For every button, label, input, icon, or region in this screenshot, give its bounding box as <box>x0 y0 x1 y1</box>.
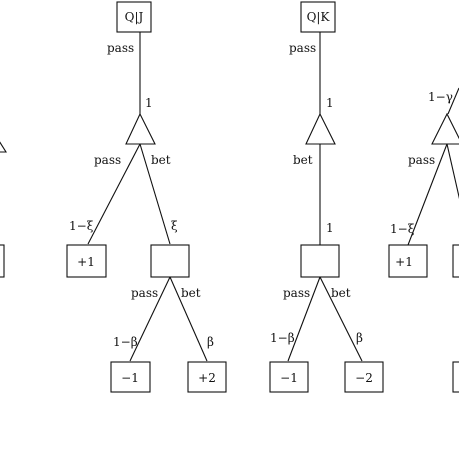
payoff-label-q-given-j-bet-pass: −1 <box>121 371 139 385</box>
payoff-box-q-given-k-bet-bet <box>344 361 384 393</box>
root-box-q-given-j <box>116 1 152 33</box>
left-partial-tree <box>0 141 7 278</box>
sub-prob-bet-label-q-given-k: β <box>356 331 363 345</box>
payoff-label-q-given-k-bet-pass: −1 <box>280 371 298 385</box>
edge-pass-q-given-j <box>87 143 141 245</box>
right-partial-edge-bet <box>446 143 459 200</box>
right-partial-payoff-box-lower <box>452 361 459 393</box>
right-partial-edge-pass <box>407 143 448 246</box>
sub-prob-pass-label-q-given-k: 1−β <box>270 331 295 345</box>
payoff-box-q-given-j-pass <box>66 244 107 278</box>
left-partial-terminal-box <box>0 244 5 278</box>
right-partial-triangle-prob: 1−γ <box>428 90 453 104</box>
right-partial-action-pass-label: pass <box>408 153 435 167</box>
action-bet-label-q-given-j: bet <box>151 153 171 167</box>
sub-prob-bet-label-q-given-j: β <box>207 335 214 349</box>
decision-triangle-q-given-k <box>305 112 336 145</box>
sub-action-bet-label-q-given-k: bet <box>331 286 351 300</box>
tree-q-given-k: Q|K pass 1 bet 1 pass bet 1−β β −1 −2 <box>269 1 384 393</box>
payoff-box-q-given-j-bet-pass <box>110 361 151 393</box>
left-partial-decision-triangle <box>0 141 7 153</box>
root-action-label-q-given-j: pass <box>107 41 134 55</box>
sub-action-pass-label-q-given-k: pass <box>283 286 310 300</box>
edge-sub-bet-q-given-j <box>169 276 208 362</box>
prob-pass-label-q-given-j: 1−ξ <box>69 219 94 233</box>
payoff-label-q-given-k-bet-bet: −2 <box>355 371 373 385</box>
tree-q-given-j: Q|J pass 1 pass bet 1−ξ ξ +1 pass bet 1−… <box>66 1 227 393</box>
right-partial-payoff-label-pass: +1 <box>395 255 413 269</box>
triangle-prob-q-given-k: 1 <box>326 96 334 110</box>
right-partial-decision-box-bet <box>452 244 459 278</box>
action-bet-label-q-given-k: bet <box>293 153 313 167</box>
prob-bet-label-q-given-k: 1 <box>326 221 334 235</box>
root-box-q-given-k <box>300 1 336 33</box>
right-partial-payoff-box-pass <box>388 244 428 278</box>
root-label-q-given-j: Q|J <box>125 10 144 24</box>
payoff-label-q-given-j-pass: +1 <box>77 255 95 269</box>
payoff-box-q-given-j-bet-bet <box>187 361 227 393</box>
payoff-box-q-given-k-bet-pass <box>269 361 309 393</box>
edge-sub-pass-q-given-j <box>129 276 171 362</box>
sub-action-pass-label-q-given-j: pass <box>131 286 158 300</box>
prob-bet-label-q-given-j: ξ <box>171 219 178 233</box>
edge-sub-pass-q-given-k <box>287 276 321 362</box>
action-pass-label-q-given-j: pass <box>94 153 121 167</box>
decision-box-q-given-j-bet <box>150 244 190 278</box>
edge-sub-bet-q-given-k <box>319 276 363 362</box>
right-partial-decision-triangle <box>431 112 459 145</box>
sub-action-bet-label-q-given-j: bet <box>181 286 201 300</box>
sub-prob-pass-label-q-given-j: 1−β <box>113 335 138 349</box>
decision-box-q-given-k-bet <box>300 244 340 278</box>
right-partial-root-edge <box>447 87 459 115</box>
root-action-label-q-given-k: pass <box>289 41 316 55</box>
payoff-label-q-given-j-bet-bet: +2 <box>198 371 216 385</box>
root-label-q-given-k: Q|K <box>307 10 331 24</box>
right-partial-prob-pass-label: 1−ξ <box>390 222 415 236</box>
edge-bet-q-given-j <box>139 143 171 245</box>
triangle-prob-q-given-j: 1 <box>145 96 153 110</box>
right-partial-tree: 1−γ pass 1−ξ +1 <box>388 87 459 393</box>
decision-triangle-q-given-j <box>125 112 156 145</box>
